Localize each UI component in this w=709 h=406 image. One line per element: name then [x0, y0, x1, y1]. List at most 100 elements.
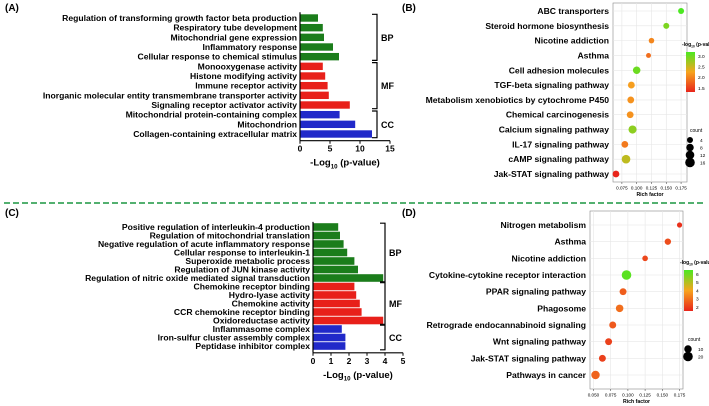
- category-label: Mitochondrion: [237, 119, 297, 129]
- bar: [300, 62, 323, 71]
- color-scale-tick: 4: [696, 288, 699, 294]
- size-legend-label: 20: [698, 354, 704, 360]
- size-legend-dot: [686, 143, 694, 152]
- category-label: Signaling receptor activator activity: [151, 100, 297, 110]
- category-label: Oxidoreductase activity: [213, 316, 310, 326]
- pathway-label: Nicotine addiction: [512, 253, 586, 263]
- pathway-label: cAMP signaling pathway: [508, 154, 609, 164]
- bar: [300, 91, 329, 100]
- color-legend-title: -log10 (p-value): [680, 260, 709, 267]
- data-point: [619, 288, 627, 296]
- pathway-label: Wnt signaling pathway: [493, 337, 586, 347]
- color-scale-tick: 2: [696, 305, 699, 311]
- size-legend-title: count: [690, 128, 703, 134]
- x-tick-label: 0.075: [616, 186, 628, 191]
- x-tick-label: 0.100: [631, 186, 643, 191]
- pathway-label: Chemical carcinogenesis: [506, 110, 609, 120]
- bar: [313, 274, 384, 282]
- group-bracket: [372, 62, 378, 110]
- category-label: Collagen-containing extracellular matrix: [133, 129, 297, 139]
- data-point: [663, 22, 670, 29]
- x-tick-label: 0.125: [639, 393, 651, 398]
- x-tick-label: 0.150: [657, 393, 669, 398]
- x-tick-label: 4: [383, 356, 388, 366]
- bar: [313, 316, 384, 325]
- x-axis-title: -Log10 (p-value): [323, 370, 393, 383]
- category-label: Inorganic molecular entity transmembrane…: [43, 90, 297, 100]
- size-legend-dot: [685, 157, 695, 168]
- bar: [300, 52, 339, 61]
- pathway-label: PPAR signaling pathway: [486, 287, 586, 297]
- category-label: Superoxide metabolic process: [185, 256, 310, 266]
- group-label: CC: [381, 120, 394, 130]
- color-scale-tick: 2.0: [698, 75, 705, 81]
- panel-0-bar-chart: (A) Regulation of transforming growth fac…: [5, 3, 395, 171]
- data-point: [642, 255, 648, 262]
- data-point: [627, 96, 635, 104]
- group-label: BP: [389, 248, 402, 258]
- color-legend-title: -log10 (p-value): [682, 42, 709, 49]
- group-label: BP: [381, 33, 394, 43]
- category-label: Negative regulation of acute inflammator…: [98, 239, 310, 249]
- x-axis-title: -Log10 (p-value): [310, 158, 380, 171]
- bar: [313, 265, 358, 274]
- category-label: Monooxygenase activity: [198, 61, 298, 71]
- data-point: [626, 111, 634, 119]
- panel-label: (A): [5, 3, 19, 14]
- data-point: [612, 170, 620, 178]
- size-legend-title: count: [688, 337, 701, 343]
- category-label: Chemokine activity: [232, 299, 311, 309]
- size-legend-dot: [685, 150, 695, 160]
- pathway-label: Phagosome: [537, 303, 586, 313]
- bar: [300, 130, 372, 138]
- group-bracket: [372, 110, 378, 139]
- category-label: Iron-sulfur cluster assembly complex: [158, 333, 311, 343]
- bar: [313, 299, 360, 308]
- bar: [313, 291, 357, 299]
- pathway-label: Jak-STAT signaling pathway: [494, 169, 609, 179]
- pathway-label: Cell adhesion molecules: [509, 65, 610, 75]
- bar: [300, 23, 323, 32]
- data-point: [605, 338, 613, 346]
- data-point: [609, 321, 617, 329]
- bar: [300, 33, 324, 42]
- size-legend-dot: [684, 345, 692, 353]
- bar: [300, 81, 328, 90]
- bar: [300, 120, 356, 129]
- pathway-label: Asthma: [554, 237, 586, 247]
- group-bracket: [380, 282, 386, 325]
- color-scale-tick: 3: [696, 297, 699, 303]
- pathway-label: Steroid hormone biosynthesis: [485, 21, 609, 31]
- category-label: Hydro-lyase activity: [229, 290, 310, 300]
- data-point: [676, 222, 683, 228]
- data-point: [664, 238, 672, 245]
- group-bracket: [380, 324, 386, 351]
- x-tick-label: 0: [298, 144, 303, 154]
- color-scale-bar: [684, 270, 693, 311]
- category-label: Regulation of transforming growth factor…: [62, 13, 297, 23]
- group-bracket: [372, 13, 378, 61]
- bar: [300, 43, 333, 51]
- data-point: [621, 140, 629, 148]
- bar: [313, 325, 342, 333]
- category-label: Histone modifying activity: [190, 71, 297, 81]
- pathway-label: Jak-STAT signaling pathway: [471, 353, 586, 363]
- bar: [313, 342, 346, 350]
- category-label: Cellular response to chemical stimulus: [137, 52, 297, 62]
- bar: [313, 231, 340, 240]
- size-legend-dot: [687, 137, 693, 143]
- pathway-label: Nitrogen metabolism: [501, 220, 587, 230]
- x-tick-label: 1: [329, 356, 334, 366]
- color-scale-bar: [686, 52, 695, 92]
- x-tick-label: 0.150: [661, 186, 673, 191]
- x-tick-label: 5: [401, 356, 406, 366]
- panel-label: (B): [402, 3, 416, 14]
- x-tick-label: 0.175: [674, 393, 686, 398]
- x-tick-label: 2: [347, 356, 352, 366]
- category-label: Regulation of nitric oxide mediated sign…: [85, 273, 310, 283]
- group-label: MF: [389, 299, 402, 309]
- bar: [300, 72, 326, 80]
